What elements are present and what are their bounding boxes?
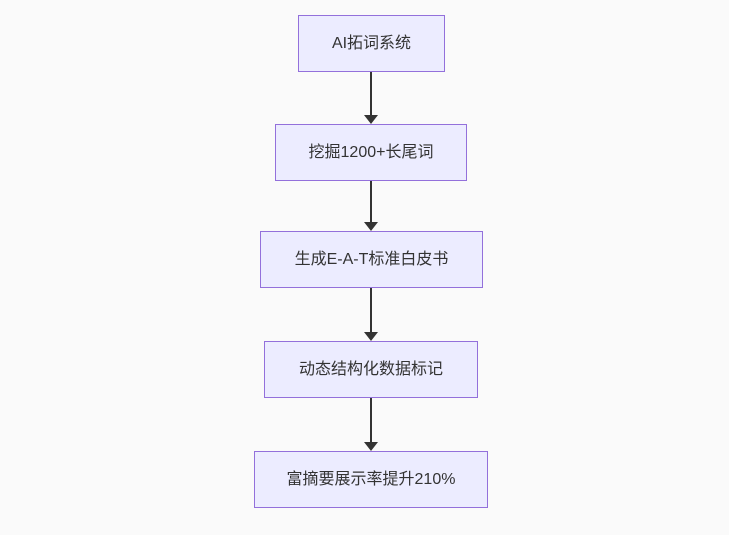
edge-line (370, 398, 372, 442)
flowchart-edge (364, 288, 378, 341)
node-label: 动态结构化数据标记 (298, 360, 443, 378)
edge-line (370, 181, 372, 222)
flowchart-node[interactable]: AI拓词系统 (298, 15, 445, 72)
edge-line (370, 72, 372, 115)
node-label: 挖掘1200+长尾词 (308, 143, 434, 161)
arrowhead-down-icon (364, 222, 378, 231)
flowchart-edge (364, 72, 378, 124)
flowchart-node[interactable]: 富摘要展示率提升210% (254, 451, 488, 508)
arrowhead-down-icon (364, 115, 378, 124)
flowchart-edge (364, 181, 378, 231)
arrowhead-down-icon (364, 442, 378, 451)
flowchart-edge (364, 398, 378, 451)
node-label: 富摘要展示率提升210% (286, 470, 456, 488)
arrowhead-down-icon (364, 332, 378, 341)
node-label: AI拓词系统 (331, 34, 412, 52)
node-label: 生成E-A-T标准白皮书 (294, 250, 449, 268)
edge-line (370, 288, 372, 332)
flowchart-node[interactable]: 动态结构化数据标记 (264, 341, 478, 398)
flowchart-node[interactable]: 挖掘1200+长尾词 (275, 124, 467, 181)
flowchart-node[interactable]: 生成E-A-T标准白皮书 (260, 231, 483, 288)
